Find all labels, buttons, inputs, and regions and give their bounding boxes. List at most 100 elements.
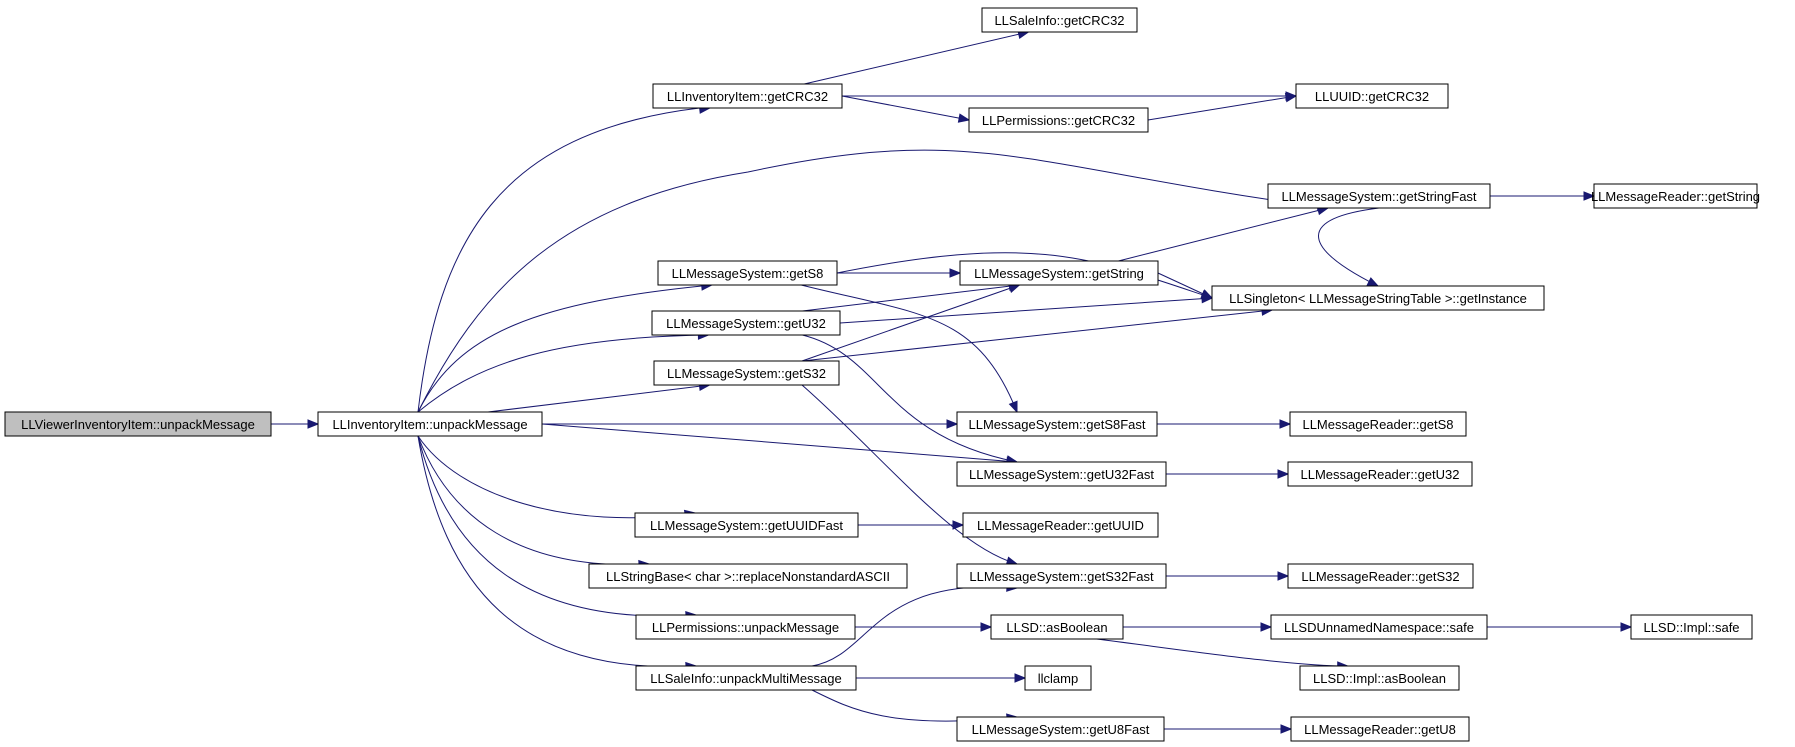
node-box[interactable] [1287,563,1474,589]
arrowhead [1014,673,1027,683]
edge-n1-to-n12 [487,384,710,413]
node-box[interactable] [956,716,1165,742]
node-n8[interactable]: LLMessageSystem::getS8 [657,260,838,286]
node-box[interactable] [1289,411,1467,437]
node-box[interactable] [968,107,1149,133]
node-n26[interactable]: LLSaleInfo::unpackMultiMessage [635,665,857,691]
node-box[interactable] [956,563,1167,589]
arrowhead [952,520,965,530]
edge-n26-to-n29 [811,689,1018,722]
node-box[interactable] [1267,183,1491,209]
node-box[interactable] [635,614,856,640]
node-n28[interactable]: LLSD::Impl::asBoolean [1299,665,1460,691]
node-box[interactable] [652,83,843,109]
node-n22[interactable]: LLPermissions::unpackMessage [635,614,856,640]
node-label: LLSD::Impl::safe [1643,620,1739,635]
node-box[interactable] [1270,614,1488,640]
arrowhead [957,113,971,123]
node-n24[interactable]: LLSDUnnamedNamespace::safe [1270,614,1488,640]
node-box[interactable] [1299,665,1460,691]
node-box[interactable] [588,563,908,589]
node-n0[interactable]: LLViewerInventoryItem::unpackMessage [4,411,272,437]
node-n17[interactable]: LLMessageSystem::getUUIDFast [634,512,859,538]
node-box[interactable] [657,260,838,286]
node-n1[interactable]: LLInventoryItem::unpackMessage [317,411,543,437]
node-n13[interactable]: LLMessageSystem::getS8Fast [956,411,1158,437]
arrowhead [307,419,320,429]
edge-n1-to-n11 [417,334,709,413]
node-label: LLMessageReader::getString [1591,189,1760,204]
node-n20[interactable]: LLMessageSystem::getS32Fast [956,563,1167,589]
node-n25[interactable]: LLSD::Impl::safe [1630,614,1753,640]
arrowhead [1201,293,1214,304]
node-box[interactable] [990,614,1124,640]
node-label: LLMessageReader::getS8 [1302,417,1453,432]
edge-n2-to-n3 [804,31,1029,85]
node-n3[interactable]: LLSaleInfo::getCRC32 [981,7,1138,33]
node-label: LLMessageSystem::getS32 [667,366,826,381]
node-n30[interactable]: LLMessageReader::getU8 [1290,716,1470,742]
arrowhead [946,419,959,429]
edge-n1-to-n19 [417,435,650,566]
node-n12[interactable]: LLMessageSystem::getS32 [653,360,840,386]
node-n18[interactable]: LLMessageReader::getUUID [962,512,1159,538]
node-n5[interactable]: LLUUID::getCRC32 [1295,83,1449,109]
node-box[interactable] [1287,461,1473,487]
node-label: LLInventoryItem::unpackMessage [332,417,527,432]
node-n29[interactable]: LLMessageSystem::getU8Fast [956,716,1165,742]
node-box[interactable] [317,411,543,437]
arrowhead [1260,622,1273,632]
node-n9[interactable]: LLMessageSystem::getString [959,260,1159,286]
node-n14[interactable]: LLMessageReader::getS8 [1289,411,1467,437]
node-box[interactable] [956,411,1158,437]
node-box[interactable] [1211,285,1545,311]
node-box[interactable] [634,512,859,538]
node-label: LLMessageSystem::getS8Fast [968,417,1145,432]
node-n6[interactable]: LLMessageSystem::getStringFast [1267,183,1491,209]
node-box[interactable] [1630,614,1753,640]
node-label: LLMessageSystem::getString [974,266,1144,281]
node-label: LLMessageReader::getU32 [1301,467,1460,482]
node-box[interactable] [653,360,840,386]
node-box[interactable] [962,512,1159,538]
node-label: LLMessageSystem::getUUIDFast [650,518,843,533]
node-label: LLMessageSystem::getS8 [672,266,824,281]
node-label: LLUUID::getCRC32 [1315,89,1429,104]
edge-n1-to-n15 [541,423,1018,463]
node-n23[interactable]: LLSD::asBoolean [990,614,1124,640]
node-n4[interactable]: LLPermissions::getCRC32 [968,107,1149,133]
node-box[interactable] [635,665,857,691]
arrowhead [1277,469,1290,479]
edge-n4-to-n5 [1147,95,1297,121]
node-n11[interactable]: LLMessageSystem::getU32 [651,310,841,336]
node-label: LLMessageSystem::getStringFast [1281,189,1476,204]
edge-n11-to-n9 [802,284,1020,312]
node-n2[interactable]: LLInventoryItem::getCRC32 [652,83,843,109]
node-box[interactable] [1024,665,1092,691]
node-n27[interactable]: llclamp [1024,665,1092,691]
edge-n11-to-n15 [802,334,1018,463]
node-box[interactable] [1295,83,1449,109]
node-n7[interactable]: LLMessageReader::getString [1591,183,1760,209]
arrowhead [1366,277,1380,287]
node-n16[interactable]: LLMessageReader::getU32 [1287,461,1473,487]
node-label: LLMessageReader::getU8 [1304,722,1456,737]
edge-n8-to-n13 [801,284,1018,413]
node-label: LLPermissions::getCRC32 [982,113,1135,128]
node-box[interactable] [981,7,1138,33]
node-label: LLSaleInfo::getCRC32 [994,13,1124,28]
node-label: llclamp [1038,671,1078,686]
node-box[interactable] [1593,183,1758,209]
node-n19[interactable]: LLStringBase< char >::replaceNonstandard… [588,563,908,589]
edge-n12-to-n20 [801,384,1018,565]
node-box[interactable] [959,260,1159,286]
node-box[interactable] [1290,716,1470,742]
node-n21[interactable]: LLMessageReader::getS32 [1287,563,1474,589]
node-box[interactable] [651,310,841,336]
node-box[interactable] [956,461,1167,487]
arrowhead [1279,419,1292,429]
node-n15[interactable]: LLMessageSystem::getU32Fast [956,461,1167,487]
node-box[interactable] [4,411,272,437]
node-n10[interactable]: LLSingleton< LLMessageStringTable >::get… [1211,285,1545,311]
